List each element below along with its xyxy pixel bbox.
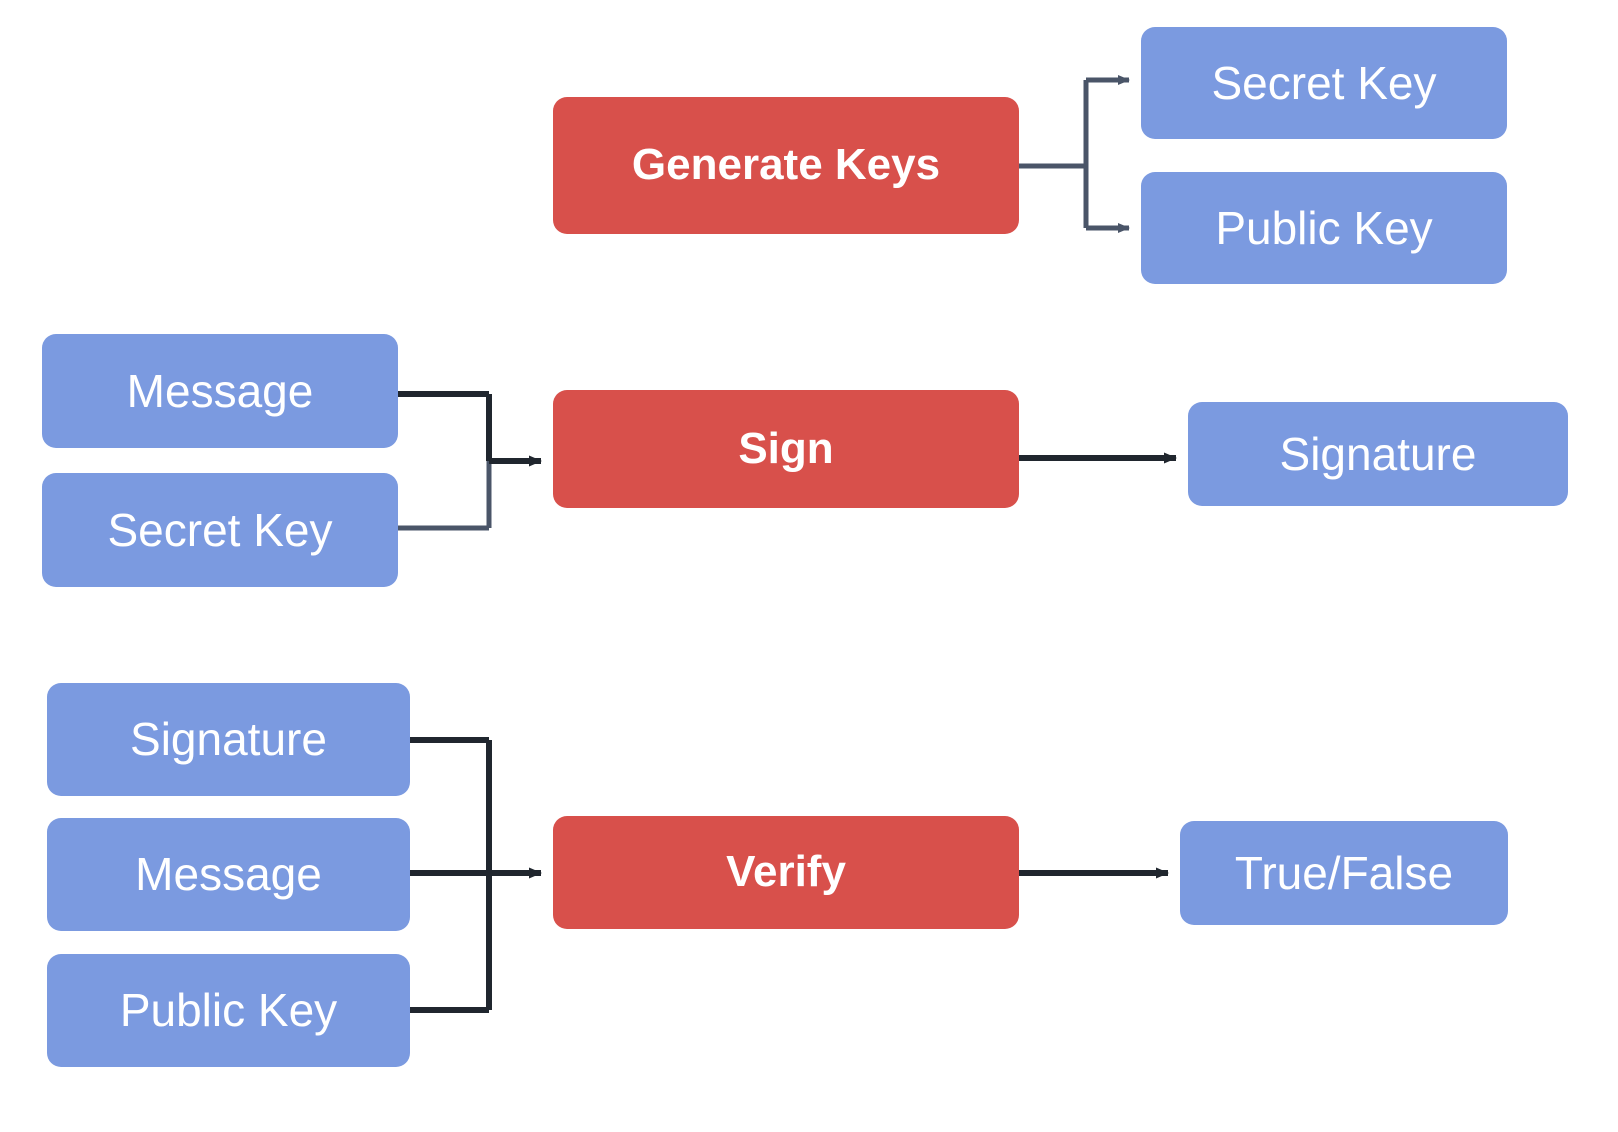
node-verify-input-message[interactable]: Message [47,818,410,931]
node-sign-input-secret-key[interactable]: Secret Key [42,473,398,587]
node-sign-input-message-label: Message [126,364,314,417]
node-signature-output-label: Signature [1279,427,1477,480]
node-verify-input-message-label: Message [135,848,322,901]
node-sign-input-secret-key-label: Secret Key [107,503,333,556]
edge-sign-merge [398,391,542,531]
node-secret-key-output[interactable]: Secret Key [1141,27,1507,139]
node-generate-keys[interactable]: Generate Keys [553,97,1019,234]
node-generate-keys-label: Generate Keys [631,140,941,190]
node-verify-input-signature[interactable]: Signature [47,683,410,796]
node-sign[interactable]: Sign [553,390,1019,508]
node-public-key-output-label: Public Key [1215,201,1433,254]
node-verify[interactable]: Verify [553,816,1019,929]
node-true-false-output[interactable]: True/False [1180,821,1508,925]
node-secret-key-output-label: Secret Key [1211,56,1437,109]
node-verify-input-public-key[interactable]: Public Key [47,954,410,1067]
node-public-key-output[interactable]: Public Key [1141,172,1507,284]
node-true-false-output-label: True/False [1234,846,1454,899]
edge-verify-merge [410,737,542,1013]
node-verify-input-public-key-label: Public Key [119,984,338,1037]
node-signature-output[interactable]: Signature [1188,402,1568,506]
node-verify-label: Verify [726,847,846,897]
edge-generate-keys-split [1018,75,1130,233]
node-verify-input-signature-label: Signature [130,713,327,766]
node-sign-label: Sign [738,423,834,473]
node-sign-input-message[interactable]: Message [42,334,398,448]
